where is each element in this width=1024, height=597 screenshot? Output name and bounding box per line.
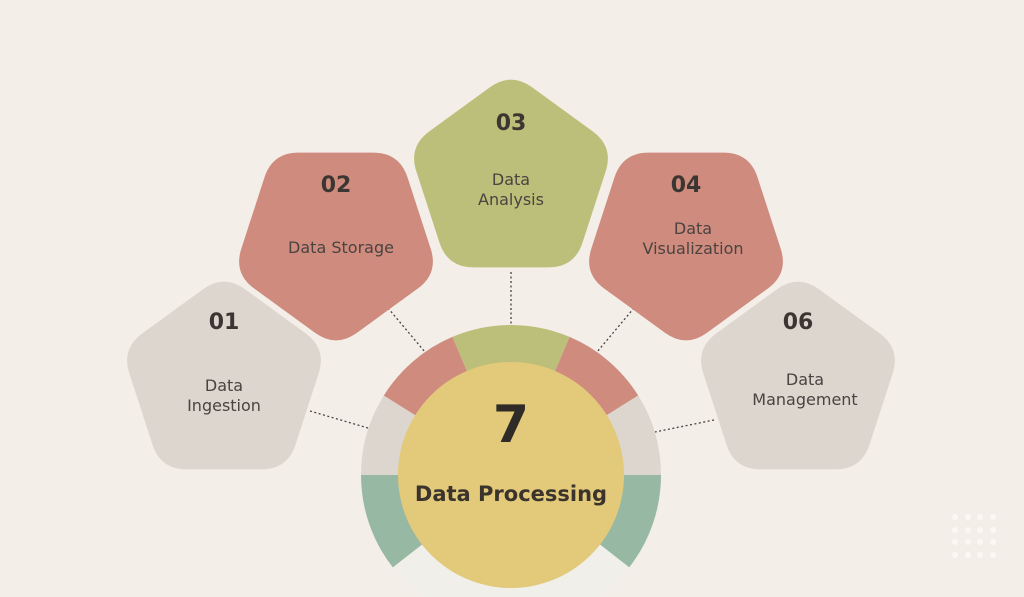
step-01-number: 01 [208,310,240,335]
step-04-label-line1: Data [673,219,713,238]
connector-04 [596,307,635,353]
step-04-number: 04 [670,173,702,198]
step-02-number: 02 [320,173,352,198]
pentagon-step-02 [239,152,433,341]
step-04-label-line2: Visualization [642,239,744,258]
ring-segment-lower-right [597,475,661,568]
step-06-number: 06 [782,310,814,335]
decorative-dot-grid-icon [952,514,998,560]
step-02-label: Data Storage [288,238,394,258]
connector-01 [309,410,369,429]
step-01-label: Data Ingestion [187,376,261,416]
ring-segment-upper-right [553,336,639,417]
pentagon-step-06 [701,281,895,470]
ring-segment-lower-left [361,475,425,568]
connector-02 [387,307,426,353]
pentagon-step-04 [589,152,783,341]
step-01-label-line1: Data [204,376,244,395]
step-06-label-line1: Data [785,370,825,389]
center-circle [398,362,624,588]
outer-ring [361,325,661,597]
ring-segment-right [604,395,661,475]
step-02-label-line1: Data Storage [288,238,394,257]
ring-segment-bottom [392,542,630,597]
ring-segment-left [361,395,418,475]
step-01-label-line2: Ingestion [187,396,261,415]
pentagon-step-03 [414,79,608,268]
step-03-label-line2: Analysis [478,190,544,209]
ring-segment-upper-left [383,336,469,417]
center-label: Data Processing [414,482,608,506]
step-03-label: Data Analysis [478,170,544,210]
step-06-label-line2: Management [752,390,858,409]
ring-segment-top [452,325,570,374]
step-03-number: 03 [495,111,527,136]
connector-06 [654,419,715,433]
pentagon-group [127,79,895,470]
pentagon-step-01 [127,281,321,470]
connectors [309,272,715,433]
step-06-label: Data Management [752,370,857,410]
step-03-label-line1: Data [491,170,531,189]
center-number: 7 [492,395,530,455]
step-04-label: Data Visualization [642,219,743,259]
